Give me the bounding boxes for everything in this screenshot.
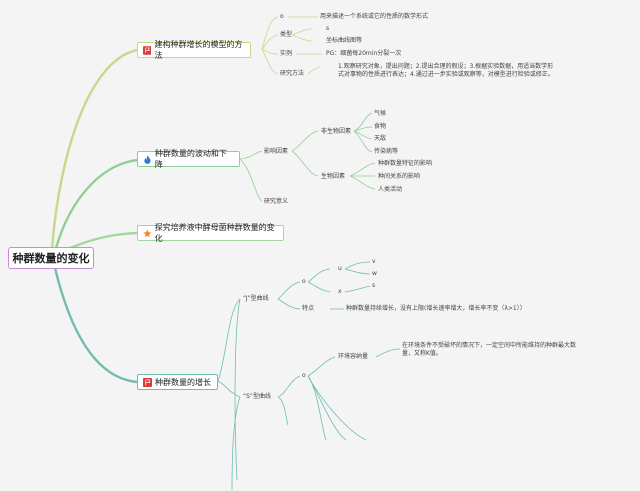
carrying-capacity-key: 环境容纳量 — [338, 353, 369, 360]
abiotic-factors-label: 非生物因素 — [321, 128, 352, 135]
connector-root-branch2 — [54, 158, 138, 249]
j-curve-u-w: w — [372, 270, 377, 277]
model-type-sub1: s — [326, 25, 330, 32]
research-method-key: 研究方法 — [280, 70, 305, 77]
model-example-key: 实例 — [280, 50, 293, 57]
red-flag-icon — [143, 45, 152, 55]
orange-star-icon — [143, 229, 152, 237]
biotic-item-interspecies: 种间关系的影响 — [378, 173, 421, 180]
blue-flame-icon — [144, 154, 151, 164]
j-curve-feature-key: 特点 — [302, 305, 315, 312]
s-curve-o: o — [302, 372, 306, 379]
research-significance-label: 研究意义 — [264, 198, 289, 205]
abiotic-item-predators: 天敌 — [374, 135, 387, 142]
abiotic-item-disease: 传染病等 — [374, 148, 399, 155]
biotic-item-population-traits: 种群数量特征的影响 — [378, 160, 433, 167]
branch-yeast-experiment[interactable]: 探究培养液中酵母菌种群数量的变化 — [137, 223, 284, 243]
branch-modeling-method[interactable]: 建构种群增长的模型的方法 — [137, 40, 251, 60]
carrying-capacity-value: 在环境条件不受破坏的情况下，一定空间中所能维持的种群最大数量，又称K值。 — [402, 342, 577, 357]
biotic-item-human-activity: 人类活动 — [378, 186, 403, 193]
root-topic[interactable]: 种群数量的变化 — [8, 247, 94, 269]
model-example-value: PG：细菌每20min分裂一次 — [326, 50, 402, 57]
connector-root-branch1 — [50, 48, 138, 249]
model-definition-key: o — [280, 13, 284, 20]
red-flag-icon — [143, 377, 152, 387]
influence-factors-label: 影响因素 — [264, 148, 289, 155]
abiotic-item-food: 食物 — [374, 123, 387, 130]
j-curve-x: x — [338, 288, 342, 295]
j-curve-x-s: s — [372, 282, 376, 289]
model-definition-value: 用来描述一个系统或它的性质的数学形式 — [320, 13, 429, 20]
j-curve-o: o — [302, 278, 306, 285]
branch-population-growth[interactable]: 种群数量的增长 — [137, 374, 218, 390]
biotic-factors-label: 生物因素 — [321, 173, 346, 180]
connector-root-branch4 — [53, 267, 138, 384]
j-curve-u: u — [338, 265, 342, 272]
connector-root-branch3 — [69, 231, 138, 250]
j-curve-u-v: v — [372, 258, 376, 265]
model-type-sub2: 坐标曲线图等 — [326, 37, 363, 44]
research-method-value: 1.观察研究对象，提出问题；2.提出合理的假设；3.根据实验数据，用适当数学形式… — [338, 63, 554, 78]
branch-fluctuation-decline[interactable]: 种群数量的波动和下降 — [137, 149, 240, 169]
s-curve-label: “S”型曲线 — [243, 393, 272, 400]
j-curve-feature-value: 种群数量持续增长，没有上限(增长速率增大，增长率不变（λ>1）） — [346, 305, 526, 312]
model-type-key: 类型 — [280, 31, 293, 38]
j-curve-label: “J”型曲线 — [243, 295, 269, 302]
abiotic-item-climate: 气候 — [374, 110, 387, 117]
